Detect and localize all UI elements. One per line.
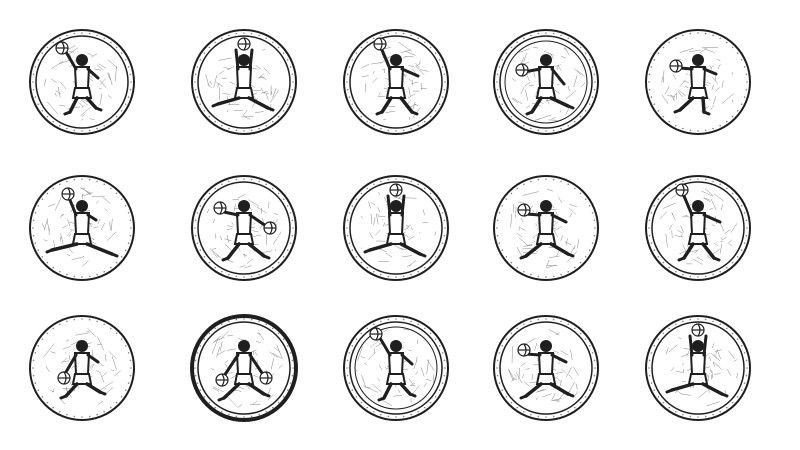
emblem-graphic (190, 314, 298, 422)
player-emblem (26, 312, 138, 424)
emblem-ring (343, 29, 449, 135)
emblem-graphic (29, 175, 135, 281)
emblem-graphic (191, 29, 297, 135)
emblem-graphic (191, 175, 297, 281)
player-figure (45, 198, 119, 258)
player-figure (363, 194, 427, 258)
player-emblem (642, 26, 754, 138)
player-emblem (490, 312, 602, 424)
basketball-icon (237, 37, 251, 51)
emblem-graphic (29, 315, 135, 421)
basketball-icon (691, 323, 705, 337)
emblem-graphic (645, 29, 751, 135)
player-figure (377, 336, 417, 402)
basketball-icon (55, 41, 69, 55)
basketball-icon (517, 203, 531, 217)
emblem-ring (29, 315, 135, 421)
emblem-graphic (493, 175, 599, 281)
player-figure (59, 340, 107, 400)
player-emblem (642, 312, 754, 424)
player-emblem (340, 172, 452, 284)
player-emblem (340, 312, 452, 424)
emblem-ring (645, 175, 751, 281)
player-emblem (340, 26, 452, 138)
emblem-graphic (493, 315, 599, 421)
emblem-graphic (645, 175, 751, 281)
basketball-icon (389, 183, 403, 197)
player-figure (63, 50, 103, 116)
player-figure (211, 48, 275, 112)
player-figure (221, 200, 271, 262)
player-emblem (490, 172, 602, 284)
player-emblem (490, 26, 602, 138)
basketball-icon (369, 327, 383, 341)
player-figure (677, 194, 722, 262)
player-emblem (188, 172, 300, 284)
emblem-ring (493, 175, 599, 281)
player-figure (375, 48, 420, 116)
emblem-ring (191, 175, 297, 281)
emblem-ring (29, 29, 135, 135)
basketball-icon (675, 183, 689, 197)
basketball-icon (263, 221, 277, 235)
emblem-ring (191, 29, 297, 135)
player-emblem (26, 26, 138, 138)
basketball-icon (259, 371, 273, 385)
basketball-icon (61, 187, 75, 201)
emblem-graphic (645, 315, 751, 421)
basketball-icon (373, 37, 387, 51)
basketball-icon (669, 59, 683, 73)
player-figure (673, 54, 718, 116)
player-figure (665, 334, 729, 398)
emblem-ring (343, 315, 449, 421)
player-emblem (188, 26, 300, 138)
emblem-graphic (493, 29, 599, 135)
player-figure (522, 54, 575, 116)
emblem-ring (493, 315, 599, 421)
basketball-icon (213, 201, 227, 215)
player-figure (217, 340, 271, 402)
emblem-ring (493, 29, 599, 135)
basketball-icon (515, 63, 529, 77)
emblem-graphic (29, 29, 135, 135)
emblem-ring (29, 175, 135, 281)
emblem-ring (645, 315, 751, 421)
emblem-graphic (343, 315, 449, 421)
basketball-icon (517, 343, 531, 357)
basketball-icon (215, 373, 229, 387)
player-emblem (26, 172, 138, 284)
emblem-graphic (343, 175, 449, 281)
player-emblem (642, 172, 754, 284)
emblem-ring (343, 175, 449, 281)
player-emblem (188, 312, 300, 424)
emblem-ring (645, 29, 751, 135)
basketball-icon (57, 371, 71, 385)
emblem-ring (190, 314, 298, 422)
emblem-graphic (343, 29, 449, 135)
